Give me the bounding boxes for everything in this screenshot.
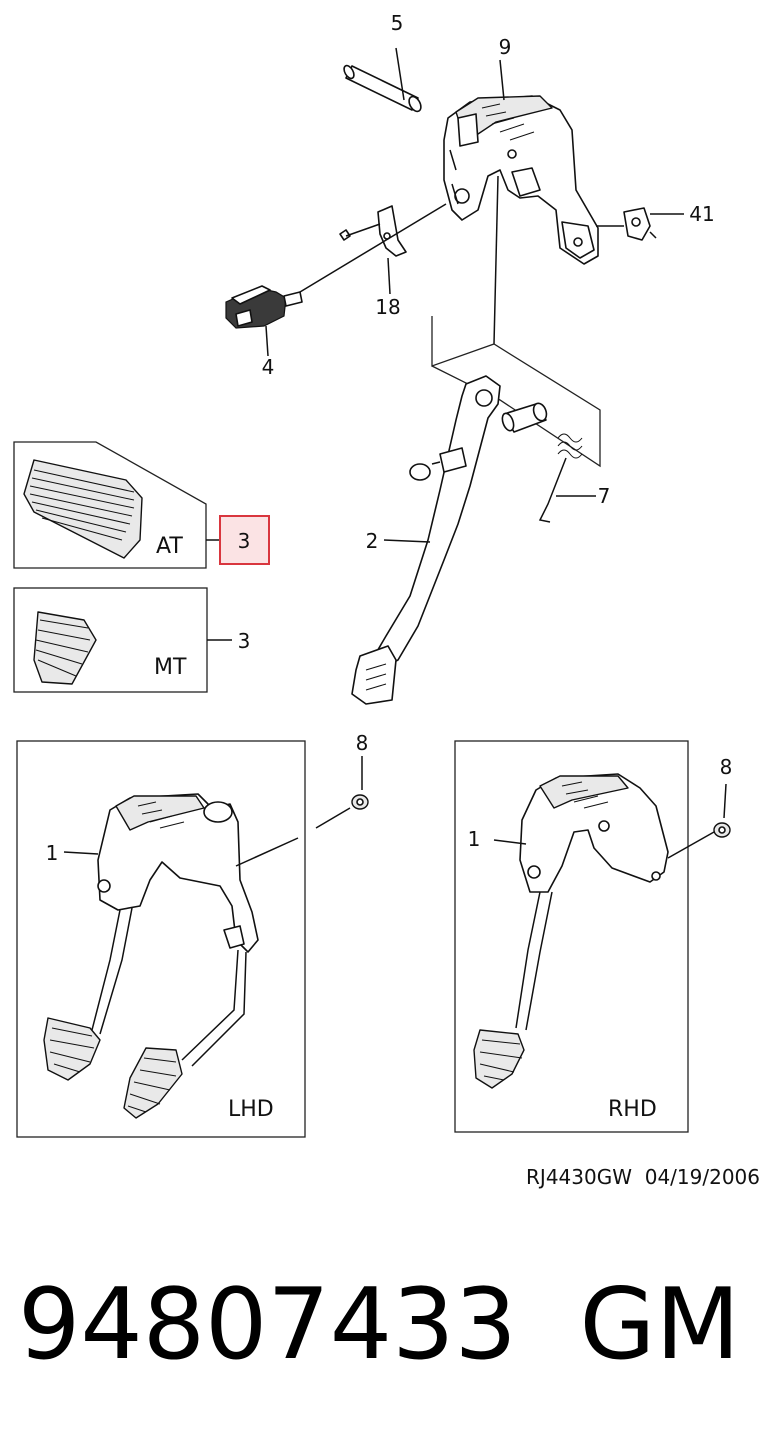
brake-pedal-arm	[351, 375, 501, 705]
nut-left	[351, 794, 369, 810]
leader-2	[383, 539, 431, 543]
callout-8-left[interactable]: 8	[356, 731, 369, 755]
at-label: AT	[156, 534, 183, 559]
callout-2[interactable]: 2	[366, 529, 379, 553]
callout-41[interactable]: 41	[689, 202, 714, 226]
pivot-pin	[343, 64, 422, 113]
callout-3-at[interactable]: 3	[238, 529, 251, 553]
callout-3-mt[interactable]: 3	[238, 629, 251, 653]
rhd-box: RHD	[454, 740, 689, 1133]
callout-1-right[interactable]: 1	[468, 827, 481, 851]
leader-1-left	[63, 851, 99, 855]
callout-18[interactable]: 18	[375, 295, 400, 319]
drawing-reference: RJ4430GW 04/19/2006	[526, 1165, 760, 1189]
at-pad-box: AT	[13, 441, 207, 569]
mt-pad-box: MT	[13, 587, 208, 693]
callout-8-right[interactable]: 8	[720, 755, 733, 779]
callout-1-left[interactable]: 1	[46, 841, 59, 865]
rhd-label: RHD	[608, 1097, 657, 1122]
brand-name: GM	[580, 1268, 741, 1382]
pedal-bracket	[443, 95, 599, 265]
explode-frame	[431, 316, 601, 468]
callout-4[interactable]: 4	[262, 355, 275, 379]
lhd-box: LHD	[16, 740, 306, 1138]
lhd-label: LHD	[228, 1097, 274, 1122]
leader-8-right-up	[723, 783, 727, 819]
callout-9[interactable]: 9	[499, 35, 512, 59]
leader-8-right	[667, 831, 715, 859]
pedal-bracket-assembly	[225, 47, 684, 357]
return-spring	[538, 433, 583, 523]
callout-7[interactable]: 7	[598, 484, 611, 508]
leader-1-right	[493, 839, 527, 845]
clip	[623, 207, 651, 241]
highlight-box[interactable]	[219, 515, 270, 565]
leader-8-left-in	[235, 837, 299, 867]
callout-5[interactable]: 5	[391, 11, 404, 35]
nut-right	[713, 822, 731, 838]
stop-lamp-switch	[225, 285, 303, 329]
part-number: 94807433	[18, 1268, 517, 1382]
leader-8-left	[315, 807, 351, 829]
mt-label: MT	[154, 655, 187, 680]
bushing	[501, 402, 548, 433]
switch-bracket	[339, 205, 407, 257]
